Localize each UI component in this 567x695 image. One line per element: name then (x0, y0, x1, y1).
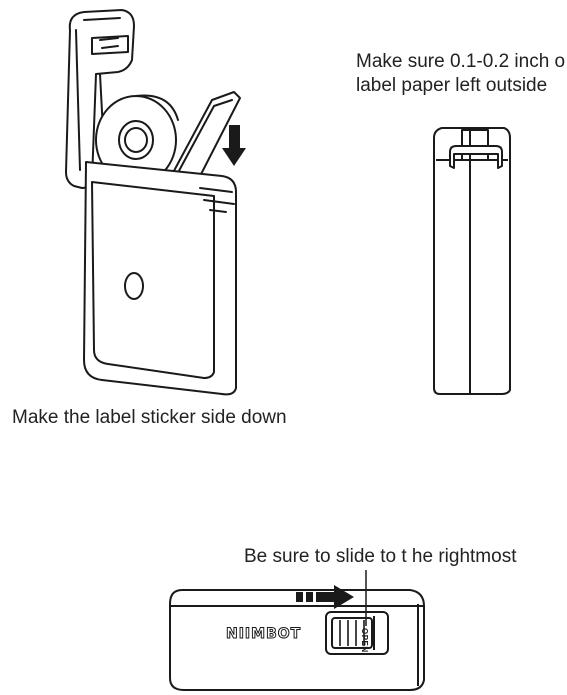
printer-body (83, 161, 237, 396)
power-button (124, 272, 144, 300)
arrow-down-icon (222, 125, 246, 166)
printer-lid (65, 9, 135, 189)
sticker-side-down-caption: Make the label sticker side down (12, 407, 287, 428)
arrow-right-icon (296, 585, 354, 609)
brand-logo: NIIMBOT (225, 626, 302, 643)
switch-open-label: OPEN (360, 628, 369, 653)
slide-rightmost-caption: Be sure to slide to t he rightmost (244, 546, 517, 567)
leave-outside-caption-line1: Make sure 0.1-0.2 inch o (356, 51, 566, 72)
leave-outside-caption-line2: label paper left outside (356, 75, 548, 96)
label-strip (167, 91, 241, 185)
